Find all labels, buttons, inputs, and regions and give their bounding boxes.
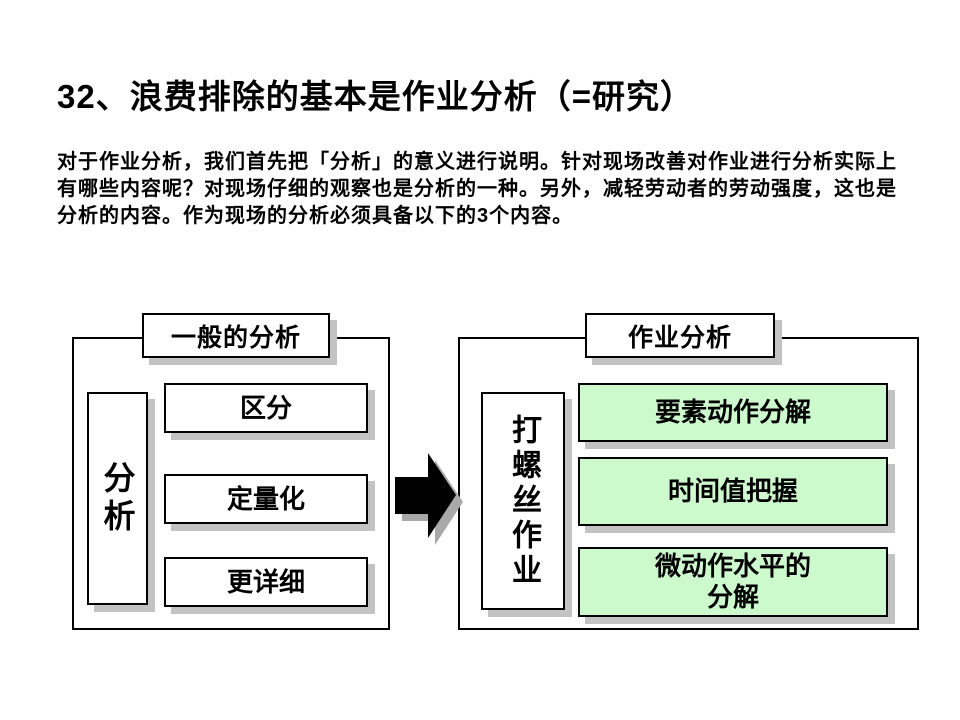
general-item-label: 定量化 [226,483,305,514]
page-title: 32、浪费排除的基本是作业分析（=研究） [57,78,694,115]
general-analysis-header-label: 一般的分析 [170,323,301,352]
screw-work-side-label: 打螺丝作业 [507,413,540,589]
intro-line: 有哪些内容呢？对现场仔细的观察也是分析的一种。另外，减轻劳动者的劳动强度，这也是 [57,178,897,200]
analysis-side-label: 分析 [99,460,136,537]
intro-line: 分析的内容。作为现场的分析必须具备以下的3个内容。 [57,205,574,227]
operation-item-box: 时间值把握 [578,457,888,526]
operation-item-label-line2: 分解 [706,582,759,612]
intro-line: 对于作业分析，我们首先把「分析」的意义进行说明。针对现场改善对作业进行分析实际上 [57,151,897,173]
operation-item-label: 微动作水平的 [654,551,811,581]
analysis-side-box: 分析 [87,392,148,605]
general-item-box: 定量化 [164,474,368,524]
general-item-box: 区分 [164,383,368,433]
operation-item-box: 微动作水平的 分解 [578,547,888,617]
screw-work-side-box: 打螺丝作业 [481,392,565,610]
general-item-label: 更详细 [226,566,305,597]
operation-item-box: 要素动作分解 [578,383,888,442]
general-item-box: 更详细 [164,557,368,607]
operation-item-label: 要素动作分解 [654,397,811,427]
general-item-label: 区分 [239,392,292,423]
operation-item-label: 时间值把握 [667,476,798,506]
right-block-arrow-icon [395,453,465,553]
operation-analysis-header: 作业分析 [585,313,775,358]
operation-analysis-header-label: 作业分析 [627,323,732,352]
general-analysis-header: 一般的分析 [142,313,330,358]
intro-paragraph: 对于作业分析，我们首先把「分析」的意义进行说明。针对现场改善对作业进行分析实际上… [57,149,917,230]
